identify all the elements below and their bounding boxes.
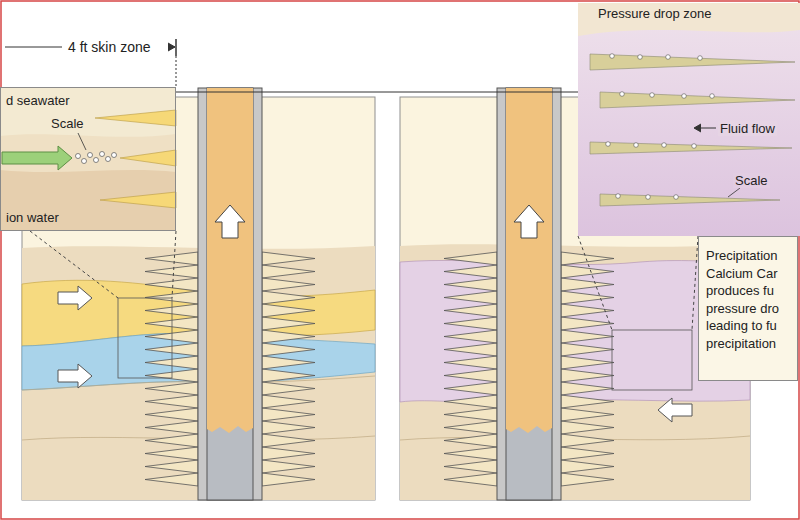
inset-label: Scale	[49, 116, 86, 131]
mixing-inset: d seawaterScale ion water	[0, 87, 176, 231]
callout-text: Precipitation Calcium Car produces fu pr…	[706, 247, 793, 352]
inset-label: ion water	[4, 210, 61, 225]
pressure-drop-inset: Pressure drop zoneFluid flowScale	[578, 3, 800, 236]
inset-label: Scale	[733, 173, 770, 188]
inset-label: Pressure drop zone	[596, 6, 713, 21]
callout-box: Precipitation Calcium Car produces fu pr…	[698, 236, 798, 381]
inset-label: Fluid flow	[718, 121, 777, 136]
dimension-lines	[5, 39, 578, 92]
inset-label: d seawater	[4, 93, 72, 108]
mixing-inset-art	[0, 87, 176, 298]
dimension-label: 4 ft skin zone	[66, 40, 153, 55]
